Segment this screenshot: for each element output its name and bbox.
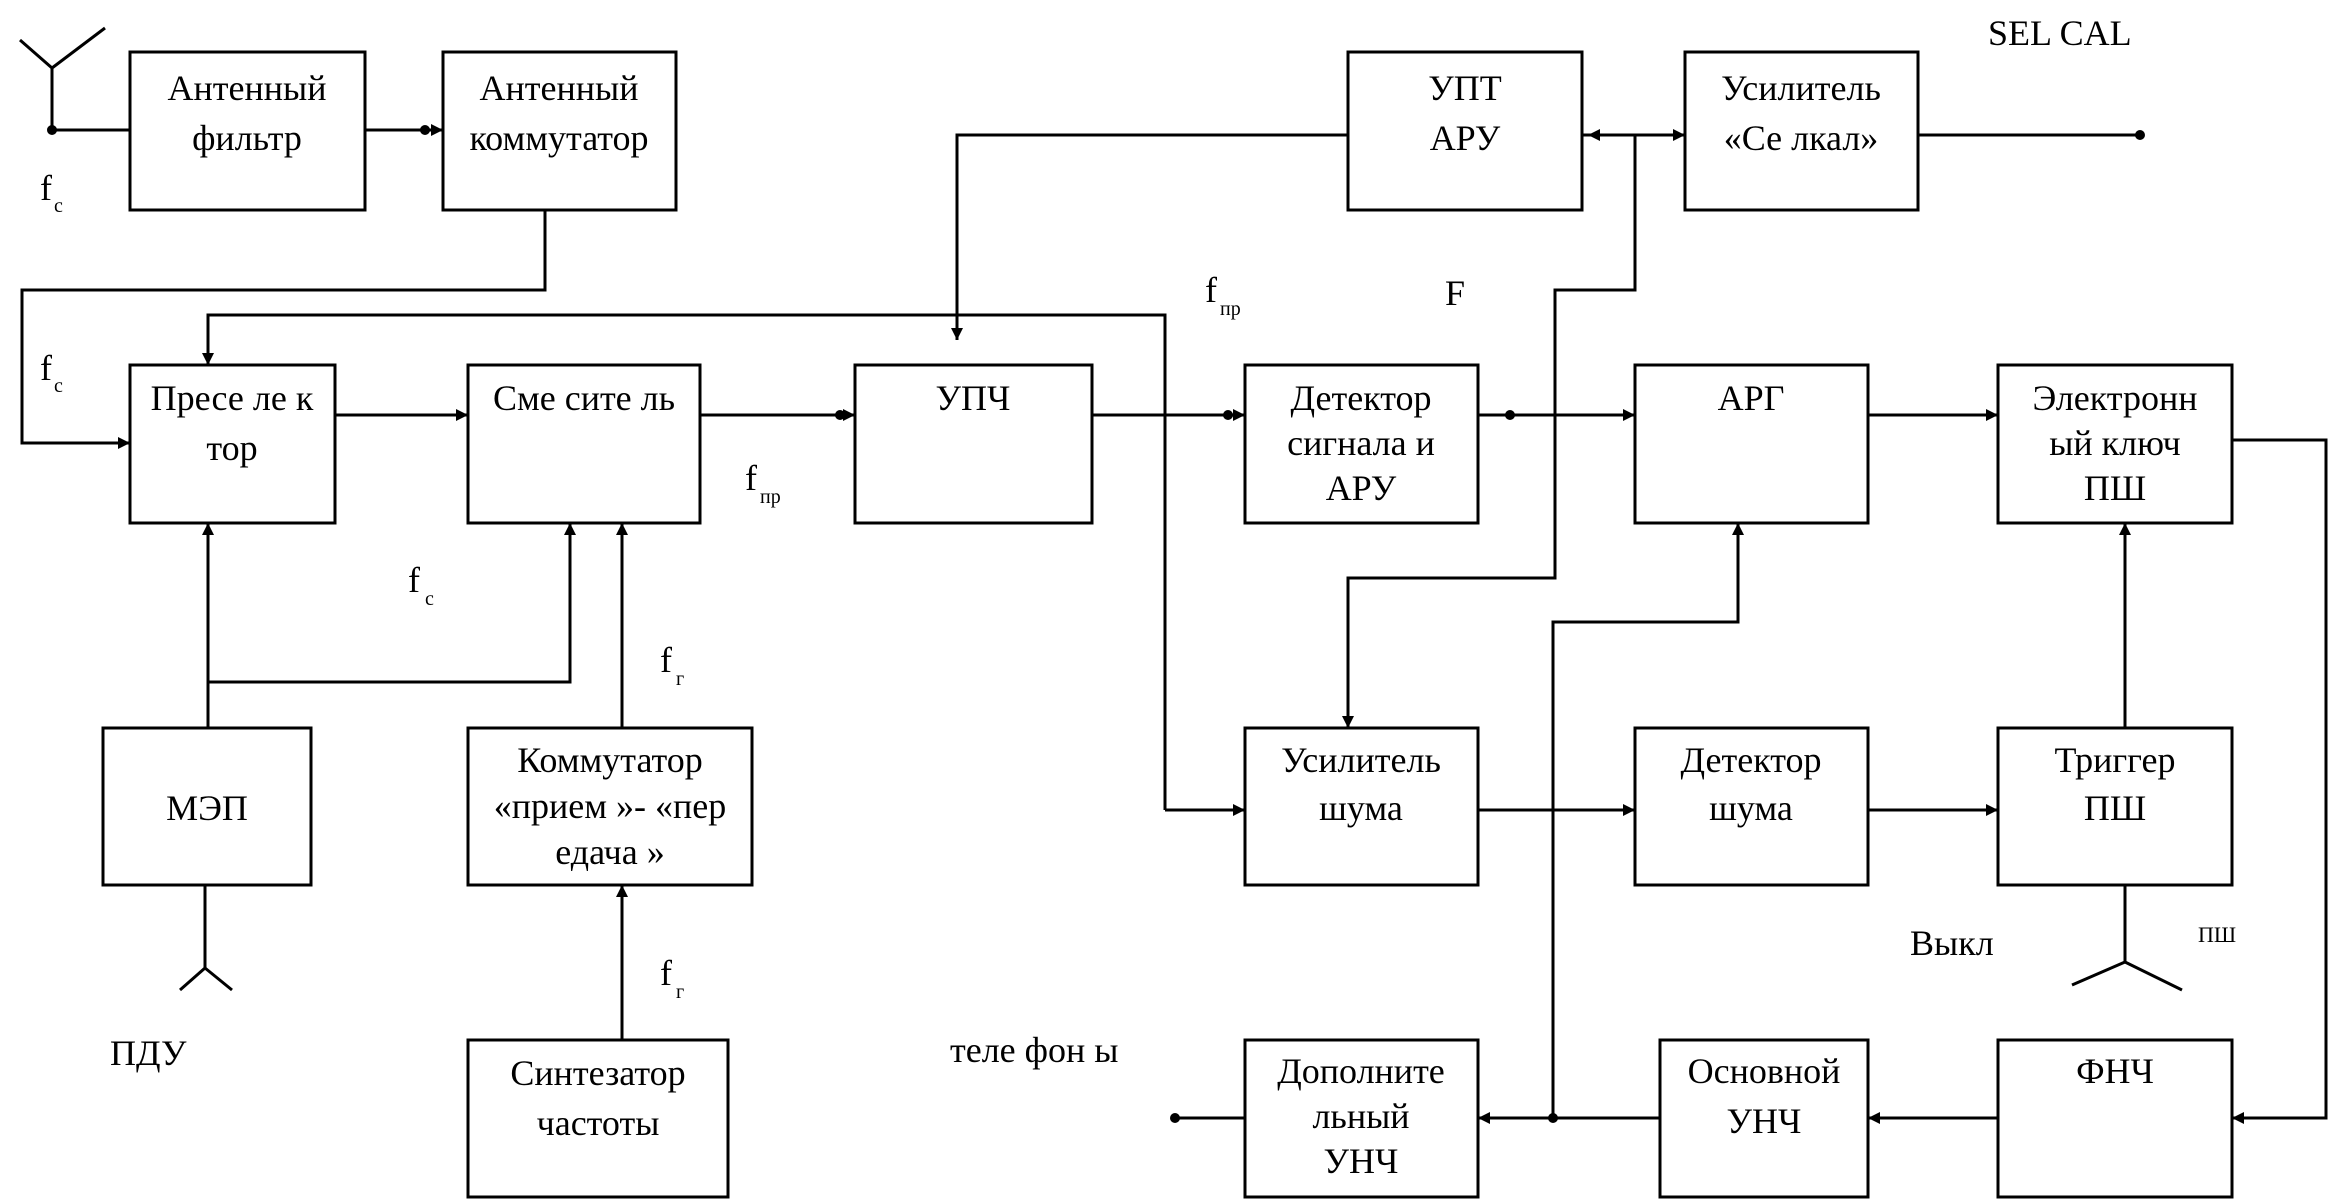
block-selcal-amplifier-line-1: Усилитель <box>1721 68 1881 108</box>
block-dc-agc-amplifier: УПТ АРУ <box>1346 50 1584 212</box>
freq-label-fc-1: f с <box>40 168 63 217</box>
off-label: Выкл <box>1910 923 1994 963</box>
block-selcal-amplifier-line-2: «Се лкал» <box>1724 118 1879 158</box>
block-extra-af-amplifier: Дополните льный УНЧ <box>1243 1038 1480 1199</box>
block-signal-agc-detector: Детектор сигнала и АРУ <box>1243 363 1480 525</box>
block-mixer: Сме сите ль <box>466 363 702 525</box>
block-noise-detector-line-1: Детектор <box>1681 740 1822 780</box>
freq-label-fg-1: f г <box>660 640 684 690</box>
block-dc-agc-amplifier-line-1: УПТ <box>1428 68 1501 108</box>
phones-label: теле фон ы <box>950 1030 1118 1070</box>
freq-sub: с <box>54 195 63 217</box>
block-noise-detector: Детектор шума <box>1633 726 1870 887</box>
block-extra-af-amplifier-line-1: Дополните <box>1277 1051 1445 1091</box>
block-extra-af-amplifier-line-3: УНЧ <box>1324 1141 1399 1181</box>
freq-sub: с <box>425 588 434 610</box>
block-main-af-amplifier-line-1: Основной <box>1688 1051 1841 1091</box>
psh-off-connector-icon <box>2071 885 2183 992</box>
freq-f: f <box>40 168 52 208</box>
block-signal-agc-detector-line-3: АРУ <box>1326 468 1397 508</box>
block-signal-agc-detector-line-1: Детектор <box>1291 378 1432 418</box>
freq-f: f <box>40 348 52 388</box>
block-electronic-key-line-1: Электронн <box>2033 378 2198 418</box>
block-electronic-key-line-2: ый ключ <box>2049 423 2181 463</box>
block-rx-tx-switch-line-1: Коммутатор <box>517 740 703 780</box>
block-antenna-switch: Антенный коммутатор <box>441 50 678 212</box>
block-preselector: Пресе ле к тор <box>128 363 337 525</box>
block-antenna-filter-line-2: фильтр <box>192 118 302 158</box>
block-selcal-amplifier: Усилитель «Се лкал» <box>1683 50 1920 212</box>
block-extra-af-amplifier-line-2: льный <box>1312 1096 1409 1136</box>
signal-wires <box>20 124 2328 1124</box>
block-antenna-filter: Антенный фильтр <box>128 50 367 212</box>
block-main-af-amplifier-line-2: УНЧ <box>1727 1101 1802 1141</box>
block-noise-trigger-line-1: Триггер <box>2055 740 2176 780</box>
freq-label-fc-2: f с <box>40 348 63 397</box>
freq-sub: г <box>676 668 684 690</box>
f-label: F <box>1445 273 1465 313</box>
block-antenna-switch-line-2: коммутатор <box>469 118 648 158</box>
block-antenna-filter-line-1: Антенный <box>168 68 327 108</box>
block-preselector-line-2: тор <box>206 428 257 468</box>
block-noise-amplifier: Усилитель шума <box>1243 726 1480 887</box>
freq-label-fg-2: f г <box>660 953 684 1003</box>
freq-f: f <box>1205 270 1217 310</box>
block-signal-agc-detector-line-2: сигнала и <box>1287 423 1435 463</box>
block-arg: АРГ <box>1633 363 1870 525</box>
freq-sub: пр <box>760 486 781 508</box>
block-electronic-key: Электронн ый ключ ПШ <box>1996 363 2234 525</box>
block-rx-tx-switch-line-3: едача » <box>555 832 664 872</box>
freq-f: f <box>408 560 420 600</box>
block-mep: МЭП <box>101 726 313 887</box>
block-antenna-switch-line-1: Антенный <box>480 68 639 108</box>
freq-sub: с <box>54 375 63 397</box>
block-dc-agc-amplifier-line-2: АРУ <box>1430 118 1501 158</box>
junction-dots <box>47 125 2145 1123</box>
block-main-af-amplifier: Основной УНЧ <box>1658 1038 1870 1199</box>
freq-label-fc-3: f с <box>408 560 434 610</box>
block-preselector-line-1: Пресе ле к <box>151 378 314 418</box>
block-if-amplifier-line-1: УПЧ <box>936 378 1011 418</box>
block-mixer-line-1: Сме сите ль <box>493 378 675 418</box>
freq-label-fpr-1: f пр <box>745 458 781 508</box>
antenna-icon <box>19 26 106 130</box>
block-electronic-key-line-3: ПШ <box>2084 468 2146 508</box>
selcal-label: SEL CAL <box>1988 13 2132 53</box>
block-arg-line-1: АРГ <box>1718 378 1785 418</box>
pdu-connector-icon <box>179 885 233 992</box>
block-rx-tx-switch: Коммутатор «прием »- «пер едача » <box>466 726 754 887</box>
block-low-pass-filter-line-1: ФНЧ <box>2076 1051 2154 1091</box>
block-low-pass-filter: ФНЧ <box>1996 1038 2234 1199</box>
freq-f: f <box>745 458 757 498</box>
block-rx-tx-switch-line-2: «прием »- «пер <box>494 786 727 826</box>
freq-label-fpr-2: f пр <box>1205 270 1241 320</box>
block-noise-amplifier-line-1: Усилитель <box>1281 740 1441 780</box>
block-noise-trigger: Триггер ПШ <box>1996 726 2234 887</box>
freq-sub: г <box>676 981 684 1003</box>
block-noise-trigger-line-2: ПШ <box>2084 788 2146 828</box>
block-mep-line-1: МЭП <box>166 788 248 828</box>
freq-f: f <box>660 953 672 993</box>
block-frequency-synthesizer: Синтезатор частоты <box>466 1038 730 1199</box>
block-frequency-synthesizer-line-2: частоты <box>537 1103 660 1143</box>
freq-sub: пр <box>1220 298 1241 320</box>
block-frequency-synthesizer-line-1: Синтезатор <box>510 1053 685 1093</box>
block-noise-detector-line-2: шума <box>1709 788 1793 828</box>
freq-f: f <box>660 640 672 680</box>
pdu-label: ПДУ <box>110 1033 187 1073</box>
psh-label: ПШ <box>2198 922 2236 947</box>
block-if-amplifier: УПЧ <box>853 363 1094 525</box>
block-noise-amplifier-line-2: шума <box>1319 788 1403 828</box>
